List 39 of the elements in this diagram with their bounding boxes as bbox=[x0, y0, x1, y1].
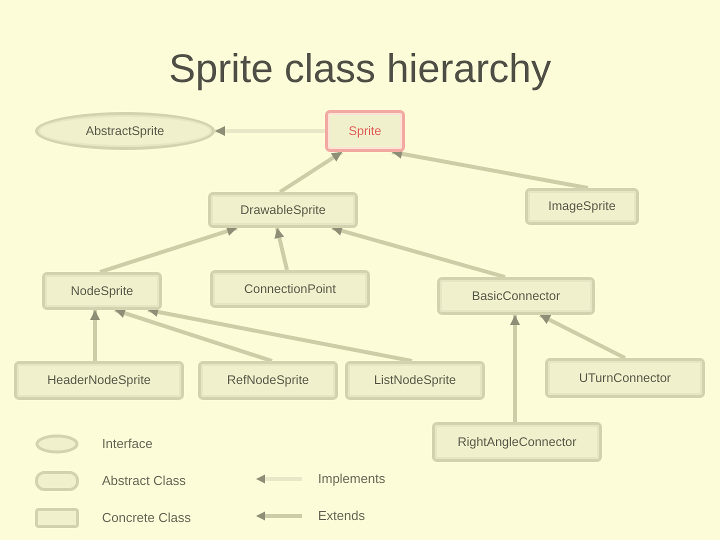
class-box bbox=[432, 422, 602, 462]
class-name: ConnectionPoint bbox=[244, 282, 336, 296]
class-name: RightAngleConnector bbox=[458, 434, 576, 450]
class-name: BasicConnector bbox=[472, 288, 560, 304]
arrow bbox=[99, 226, 238, 274]
class-name: ImageSprite bbox=[548, 199, 616, 214]
arrow bbox=[331, 226, 506, 279]
arrow bbox=[148, 307, 412, 363]
class-box bbox=[345, 361, 485, 400]
legend-label: Implements bbox=[318, 471, 386, 487]
class-name: UTurnConnector bbox=[579, 370, 671, 386]
class-name: RefNodeSprite bbox=[227, 373, 309, 388]
diagram-title: Sprite class hierarchy bbox=[168, 46, 552, 92]
class-box bbox=[210, 270, 370, 308]
legend-label: Concrete Class bbox=[102, 510, 191, 526]
class-box bbox=[525, 188, 639, 225]
legend-label: Interface bbox=[102, 436, 153, 452]
class-box bbox=[198, 361, 338, 400]
class-name: Sprite bbox=[348, 124, 382, 138]
class-name: DrawableSprite bbox=[240, 202, 326, 218]
class-box bbox=[325, 110, 405, 152]
arrow bbox=[539, 313, 626, 360]
class-name: NodeSprite bbox=[70, 284, 134, 298]
class-box bbox=[42, 272, 162, 310]
class-box bbox=[545, 358, 705, 398]
arrow bbox=[274, 228, 289, 270]
class-box bbox=[437, 277, 595, 315]
class-name: ListNodeSprite bbox=[374, 373, 456, 388]
arrow bbox=[278, 150, 344, 194]
class-box bbox=[208, 192, 358, 228]
arrow bbox=[215, 126, 325, 136]
legend-label: Abstract Class bbox=[102, 473, 186, 489]
arrow bbox=[510, 315, 520, 422]
class-name: AbstractSprite bbox=[86, 124, 164, 138]
arrow bbox=[90, 310, 100, 361]
class-name: HeaderNodeSprite bbox=[47, 373, 151, 388]
legend-label: Extends bbox=[318, 508, 365, 524]
arrow bbox=[114, 308, 273, 363]
class-box bbox=[14, 361, 184, 400]
